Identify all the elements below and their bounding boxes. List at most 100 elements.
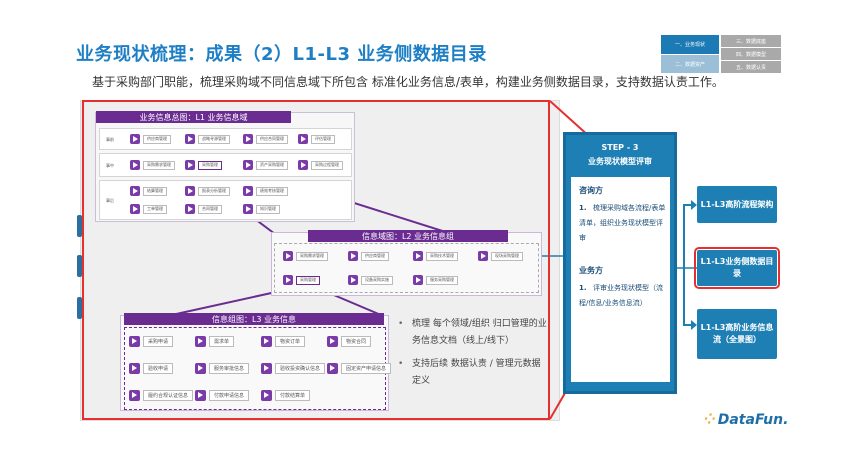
row-label: 事中: [106, 163, 114, 168]
play-icon: [195, 389, 206, 401]
play-icon: [195, 362, 206, 374]
l1-item[interactable]: 知识管理: [243, 203, 280, 215]
note-item: 支持后续 数据认责 / 管理元数据定义: [398, 356, 548, 390]
l1-item[interactable]: 供应合同管理: [243, 133, 288, 145]
l1-item[interactable]: 报表分析管理: [185, 185, 230, 197]
item-label: 采购需求管理: [143, 160, 175, 170]
l1-item[interactable]: 战略寻源管理: [185, 133, 230, 145]
task-number: 1.: [579, 284, 587, 292]
item-label: 采购管理: [198, 160, 222, 170]
item-label: 采购需求管理: [296, 251, 328, 261]
l3-item[interactable]: 需求单: [195, 335, 235, 347]
l3-item[interactable]: 验收投资确认信息: [261, 362, 326, 374]
l3-item[interactable]: 服务审批信息: [195, 362, 250, 374]
output-info-flow[interactable]: L1-L3高阶业务信息流（全景图）: [697, 309, 777, 359]
l1-item[interactable]: 绩效考核管理: [243, 185, 288, 197]
output-process-architecture[interactable]: L1-L3高阶流程架构: [697, 186, 777, 223]
l2-item[interactable]: 采购技术管理: [413, 250, 458, 262]
item-label: 设备采购实施: [361, 275, 393, 285]
step-title: 业务现状模型评审: [588, 157, 652, 166]
item-label: 采购过程管理: [311, 160, 343, 170]
l2-item[interactable]: 现场采购管理: [478, 250, 523, 262]
item-label: 物资合同: [341, 335, 372, 347]
item-label: 服务审批信息: [209, 362, 250, 374]
l3-item[interactable]: 付款结算单: [261, 389, 311, 401]
item-label: 现场采购管理: [491, 251, 523, 261]
play-icon: [130, 204, 140, 214]
l3-item[interactable]: 采购申请: [129, 335, 174, 347]
nav-item-data-assets[interactable]: 二、数据资产: [661, 55, 719, 73]
l3-item[interactable]: 固定资产申请信息: [327, 362, 392, 374]
arrow-right-icon: [683, 200, 697, 210]
l2-item[interactable]: 采购需求管理: [283, 250, 328, 262]
l3-item[interactable]: 付款申请信息: [195, 389, 250, 401]
page-title: 业务现状梳理：成果（2）L1-L3 业务侧数据目录: [76, 44, 487, 65]
play-icon: [478, 251, 488, 261]
play-icon: [261, 335, 272, 347]
l2-item[interactable]: 采购管理: [283, 274, 320, 286]
l1-item[interactable]: 采购需求管理: [130, 159, 175, 171]
nav-item-data-model[interactable]: 四、数据模型: [721, 48, 781, 60]
highlight-frame: [82, 100, 550, 420]
play-icon: [195, 335, 206, 347]
row-label: 事后: [106, 198, 114, 203]
play-icon: [298, 160, 308, 170]
l1-item[interactable]: 供应商管理: [130, 133, 171, 145]
l2-item[interactable]: 供应商管理: [348, 250, 389, 262]
section-nav: 一、业务现状 二、数据资产 三、数据底座 四、数据模型 五、数据认责: [661, 35, 781, 73]
task-text: 评审业务现状模型（流程/信息/业务信息流）: [579, 284, 663, 307]
business-heading: 业务方: [579, 266, 603, 275]
output-bracket: [683, 204, 685, 326]
panel-edge-marker: [77, 297, 82, 319]
l1-item[interactable]: 资产采购管理: [243, 159, 288, 171]
logo-mark-icon: ⁘: [704, 412, 716, 428]
l1-item[interactable]: 评估管理: [298, 133, 335, 145]
play-icon: [348, 275, 358, 285]
panel-edge-marker: [77, 255, 82, 277]
item-label: 固定资产申请信息: [341, 362, 392, 374]
item-label: 资产采购管理: [256, 160, 288, 170]
l3-item[interactable]: 物资订单: [261, 335, 306, 347]
play-icon: [283, 275, 293, 285]
item-label: 结算管理: [143, 186, 167, 196]
l2-item[interactable]: 服务采购管理: [413, 274, 458, 286]
item-label: 验收申请: [143, 362, 174, 374]
play-icon: [298, 134, 308, 144]
l1-item[interactable]: 结算管理: [130, 185, 167, 197]
l1-row: 事后 结算管理 报表分析管理 绩效考核管理 工单管理 合同管理 知识管理: [99, 180, 352, 220]
play-icon: [130, 186, 140, 196]
consultant-heading: 咨询方: [579, 186, 603, 195]
item-label: 合同管理: [198, 204, 222, 214]
play-icon: [327, 362, 338, 374]
l3-item[interactable]: 物资合同: [327, 335, 372, 347]
nav-item-data-base[interactable]: 三、数据底座: [721, 35, 781, 47]
l3-item[interactable]: 履约合规认证信息: [129, 389, 194, 401]
arrow-right-icon: [683, 320, 697, 330]
task-number: 1.: [579, 204, 587, 212]
nav-item-business-status[interactable]: 一、业务现状: [661, 35, 719, 54]
item-label: 报表分析管理: [198, 186, 230, 196]
l1-item[interactable]: 合同管理: [185, 203, 222, 215]
l2-item[interactable]: 设备采购实施: [348, 274, 393, 286]
item-label: 工单管理: [143, 204, 167, 214]
item-label: 服务采购管理: [426, 275, 458, 285]
consultant-task: 1.梳理采购域各流程/表单清单，组织业务现状模型评审: [579, 201, 669, 246]
nav-item-data-ownership[interactable]: 五、数据认责: [721, 61, 781, 73]
l1-item[interactable]: 采购过程管理: [298, 159, 343, 171]
play-icon: [243, 160, 253, 170]
item-label: 付款申请信息: [209, 389, 250, 401]
l3-item[interactable]: 验收申请: [129, 362, 174, 374]
panel-edge-marker: [77, 215, 82, 237]
item-label: 绩效考核管理: [256, 186, 288, 196]
output-data-catalog[interactable]: L1-L3业务侧数据目录: [694, 247, 780, 289]
play-icon: [261, 389, 272, 401]
play-icon: [327, 335, 338, 347]
l1-item[interactable]: 工单管理: [130, 203, 167, 215]
l1-row: 事中 采购需求管理 采购管理 资产采购管理 采购过程管理: [99, 153, 352, 177]
play-icon: [130, 134, 140, 144]
l1-item[interactable]: 采购管理: [185, 159, 222, 171]
l1-business-domain-map: 业务信息总图：L1 业务信息域 事前 供应商管理 战略寻源管理 供应合同管理 评…: [95, 111, 355, 222]
play-icon: [129, 362, 140, 374]
item-label: 战略寻源管理: [198, 134, 230, 144]
item-label: 物资订单: [275, 335, 306, 347]
